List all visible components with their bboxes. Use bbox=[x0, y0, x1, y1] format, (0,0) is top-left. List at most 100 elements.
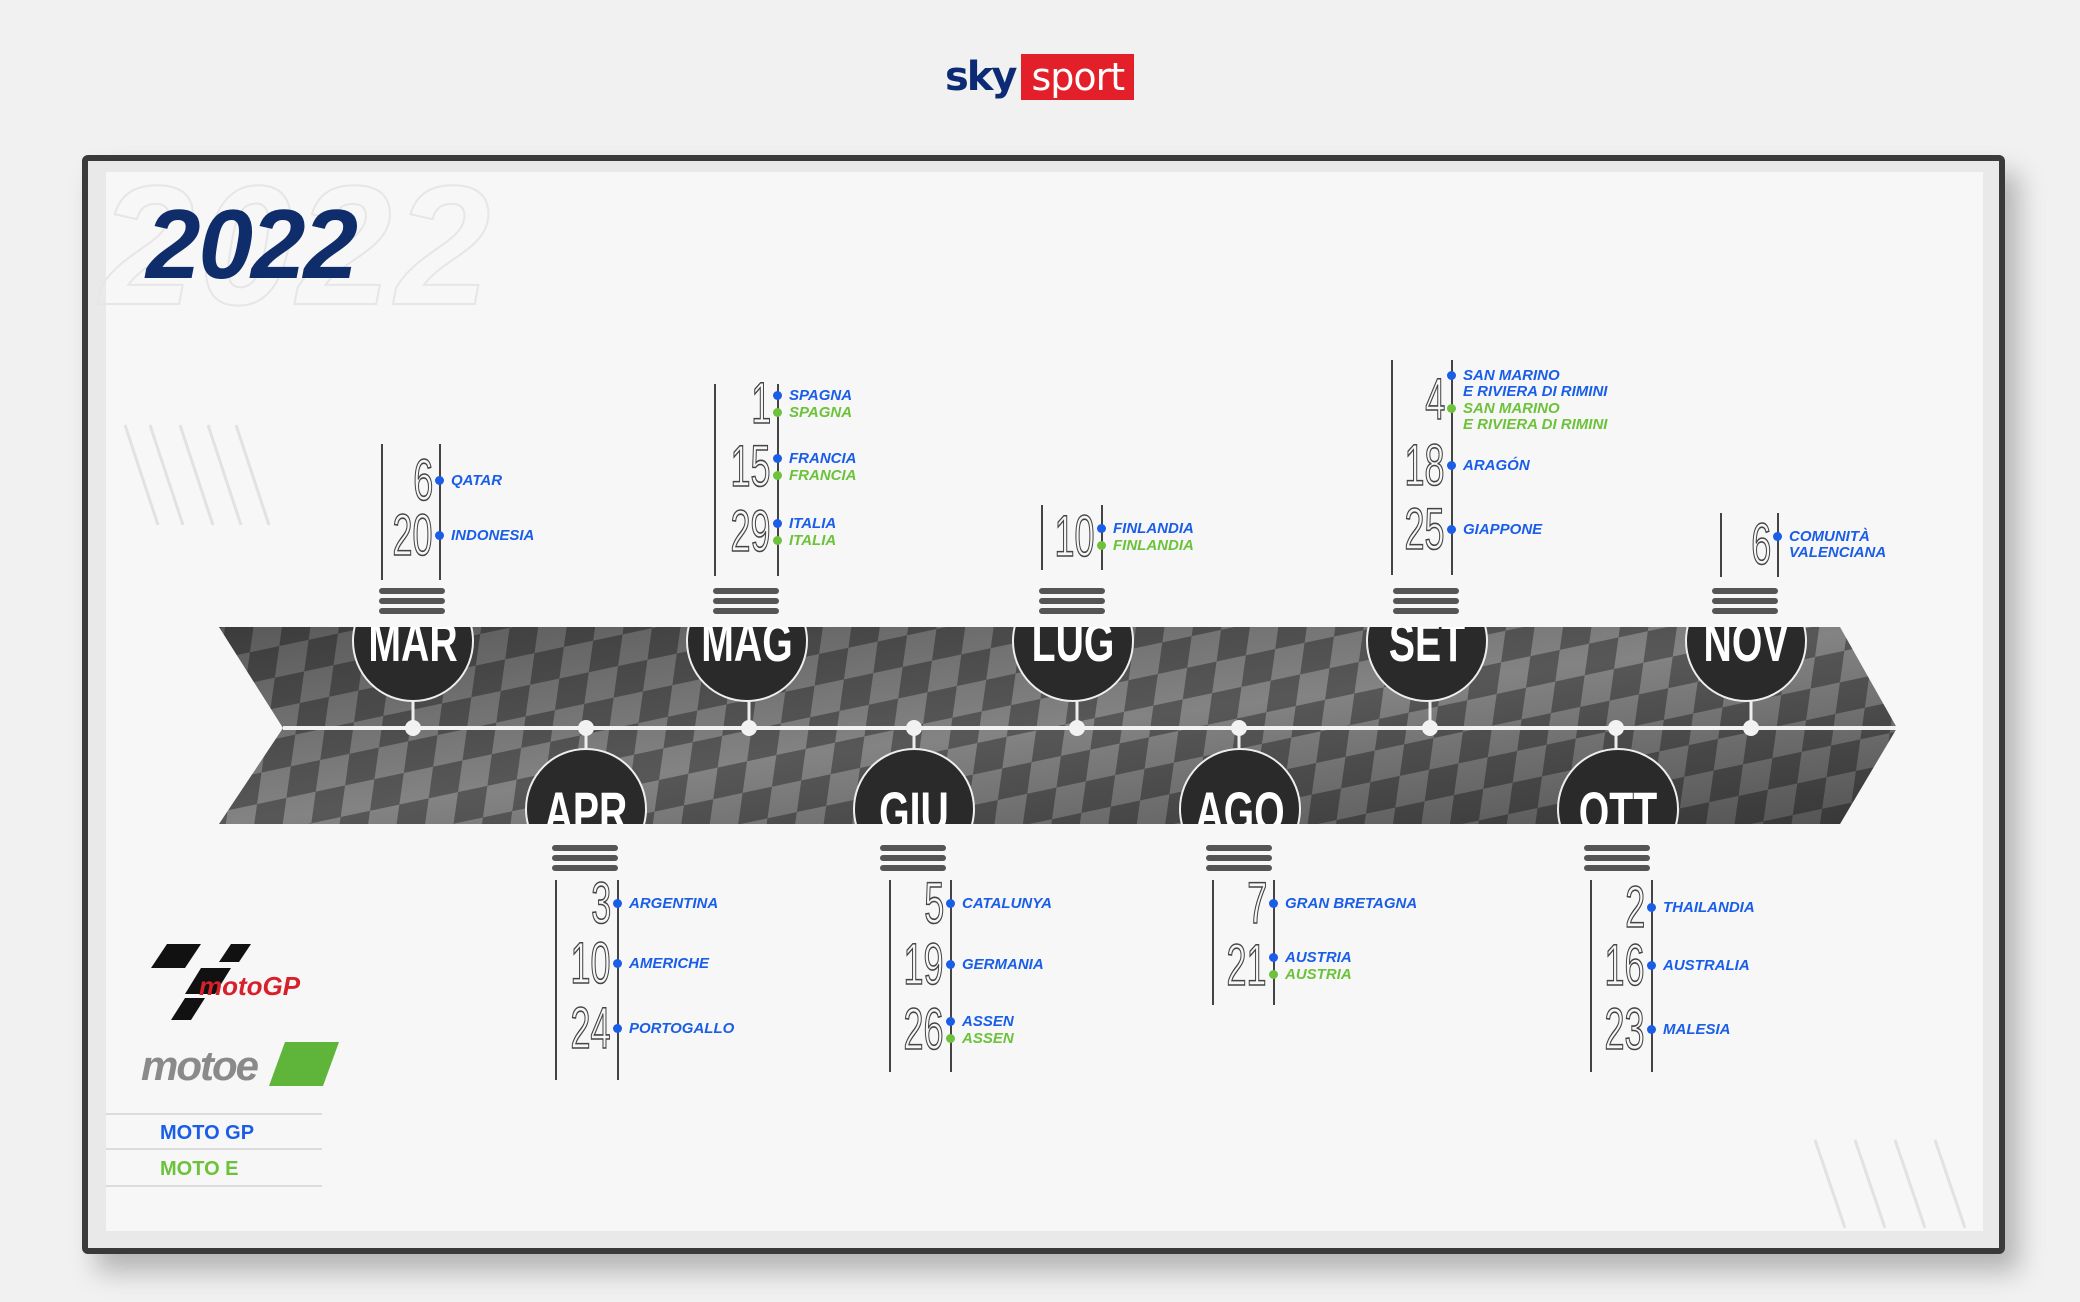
month-badge-mar: MAR bbox=[352, 611, 474, 702]
race-name-motogp: GERMANIA bbox=[962, 956, 1044, 973]
race-name-motogp: MALESIA bbox=[1663, 1021, 1731, 1038]
timeline-dot bbox=[1069, 720, 1085, 736]
race-name-motogp: FRANCIA bbox=[789, 449, 857, 467]
logo-sky: sky bbox=[945, 54, 1017, 100]
series-dot-motogp bbox=[946, 1016, 955, 1026]
series-dot-motogp bbox=[1647, 903, 1656, 912]
race-day: 21 bbox=[1227, 933, 1268, 998]
motoe-logo-text: motoe bbox=[141, 1042, 259, 1089]
month-label: MAG bbox=[701, 611, 792, 674]
series-dot-motogp bbox=[613, 899, 622, 908]
race-name-motogp: INDONESIA bbox=[451, 527, 535, 544]
race-day: 1 bbox=[750, 371, 771, 436]
series-dot-motogp bbox=[1647, 961, 1656, 970]
series-dot-motogp bbox=[1269, 952, 1278, 962]
legend-motogp-label: MOTO GP bbox=[160, 1122, 255, 1144]
column-left-line bbox=[889, 880, 891, 1072]
race-day: 25 bbox=[1405, 497, 1446, 562]
race-day: 23 bbox=[1605, 997, 1646, 1062]
month-badge-ott: OTT bbox=[1557, 748, 1679, 844]
month-bars-icon bbox=[1393, 588, 1459, 618]
race-name-motogp: AUSTRIA bbox=[1285, 948, 1352, 966]
series-dot-motogp bbox=[1097, 523, 1106, 533]
series-dot-motoe bbox=[1269, 969, 1278, 979]
month-label: MAR bbox=[368, 611, 457, 674]
month-badge-nov: NOV bbox=[1685, 611, 1807, 702]
motogp-logo-text: motoGP bbox=[199, 971, 301, 1001]
timeline-dot bbox=[578, 720, 594, 736]
timeline-dot bbox=[1422, 720, 1438, 736]
month-label: OTT bbox=[1579, 781, 1657, 844]
race-day: 26 bbox=[904, 997, 945, 1062]
series-dot-motogp bbox=[946, 899, 955, 908]
race-name-motogp: COMUNITÀ VALENCIANA bbox=[1789, 528, 1887, 561]
month-bars-icon bbox=[1584, 845, 1650, 875]
month-circle bbox=[1557, 748, 1679, 824]
motoe-logo: motoe bbox=[141, 1042, 339, 1089]
month-bars-icon bbox=[1039, 588, 1105, 618]
series-dot-motogp bbox=[1773, 532, 1782, 541]
series-dot-motogp bbox=[1647, 1025, 1656, 1034]
column-left-line bbox=[1391, 360, 1393, 575]
column-right-line bbox=[777, 384, 779, 576]
month-label: LUG bbox=[1032, 611, 1115, 674]
month-bars-icon bbox=[713, 588, 779, 618]
decorative-slashes bbox=[123, 424, 1967, 1229]
legend-motoe: MOTO E bbox=[106, 1152, 322, 1187]
race-day: 18 bbox=[1405, 433, 1446, 498]
background-year: 2022 bbox=[99, 150, 495, 342]
race-day: 16 bbox=[1605, 933, 1646, 998]
series-dot-motogp bbox=[1447, 525, 1456, 534]
legend-motoe-label: MOTO E bbox=[160, 1158, 239, 1180]
month-badge-giu: GIU bbox=[853, 748, 975, 824]
series-dot-motoe bbox=[1447, 403, 1456, 413]
series-dot-motoe bbox=[773, 535, 782, 545]
series-dot-motogp bbox=[946, 960, 955, 969]
series-dot-motoe bbox=[946, 1033, 955, 1043]
series-dot-motoe bbox=[773, 470, 782, 480]
series-dot-motogp bbox=[773, 390, 782, 400]
sky-sport-logo: sky sport bbox=[945, 54, 1135, 100]
month-circle bbox=[686, 627, 808, 702]
race-day: 19 bbox=[904, 932, 945, 997]
month-badge-lug: LUG bbox=[1012, 611, 1134, 702]
column-right-line bbox=[1101, 505, 1103, 570]
series-dot-motogp bbox=[1269, 899, 1278, 908]
race-name-motogp: THAILANDIA bbox=[1663, 899, 1755, 916]
race-day: 6 bbox=[1750, 512, 1771, 577]
race-name-motogp: CATALUNYA bbox=[962, 895, 1052, 912]
column-right-line bbox=[1777, 513, 1779, 577]
timeline-dot bbox=[1608, 720, 1624, 736]
column-left-line bbox=[714, 384, 716, 576]
race-day: 5 bbox=[923, 871, 944, 936]
logo-sport: sport bbox=[1021, 54, 1135, 100]
month-bars-icon bbox=[1712, 588, 1778, 618]
legend-motogp: MOTO GP bbox=[106, 1113, 322, 1150]
column-right-line bbox=[617, 880, 619, 1080]
race-name-motogp: ARGENTINA bbox=[629, 895, 719, 912]
column-left-line bbox=[1041, 505, 1043, 570]
month-badge-set: SET bbox=[1366, 611, 1488, 702]
month-circle bbox=[1366, 627, 1488, 702]
column-left-line bbox=[1590, 880, 1592, 1072]
series-dot-motogp bbox=[1447, 461, 1456, 470]
month-label: SET bbox=[1389, 611, 1465, 674]
race-day: 15 bbox=[731, 434, 772, 499]
motogp-logo: motoGP bbox=[151, 944, 301, 1020]
race-name-motoe: ITALIA bbox=[789, 531, 837, 549]
month-label: APR bbox=[545, 781, 628, 844]
race-name-motogp: ITALIA bbox=[789, 514, 837, 532]
month-bars-icon bbox=[1206, 845, 1272, 875]
series-dot-motogp bbox=[773, 453, 782, 463]
series-dot-motogp bbox=[1447, 370, 1456, 380]
month-badge-ago: AGO bbox=[1179, 748, 1301, 824]
race-name-motoe: SAN MARINO E RIVIERA DI RIMINI bbox=[1463, 399, 1608, 433]
month-label: NOV bbox=[1704, 611, 1789, 674]
race-day: 3 bbox=[590, 871, 611, 936]
column-left-line bbox=[555, 880, 557, 1080]
race-name-motoe: FINLANDIA bbox=[1113, 536, 1194, 554]
column-right-line bbox=[950, 880, 952, 1072]
column-left-line bbox=[1720, 513, 1722, 577]
timeline-dot bbox=[1743, 720, 1759, 736]
